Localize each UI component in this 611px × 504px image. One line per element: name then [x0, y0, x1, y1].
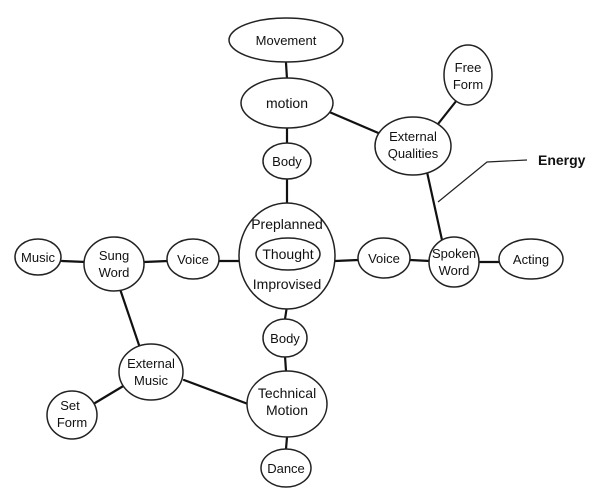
node-spoken-word-line1: Spoken: [432, 246, 476, 261]
edges: [60, 61, 501, 451]
edge-technical-motion-dance: [284, 435, 289, 451]
node-spoken-word: Spoken Word: [428, 236, 480, 288]
node-set-form: Set Form: [46, 390, 98, 440]
node-acting: Acting: [498, 238, 564, 280]
node-sung-word: Sung Word: [83, 236, 145, 292]
node-central-thinking: Preplanned Thought Improvised: [238, 202, 336, 310]
node-preplanned-label: Preplanned: [251, 216, 323, 232]
node-voice-right: Voice: [357, 237, 411, 279]
edge-body-bottom-technical-motion: [283, 354, 288, 373]
node-voice-right-label: Voice: [368, 251, 400, 266]
node-body-top-label: Body: [272, 154, 302, 169]
edge-sung-word-voice-left: [142, 259, 170, 264]
node-external-music-line2: Music: [134, 373, 168, 388]
node-spoken-word-line2: Word: [439, 263, 470, 278]
node-movement-label: Movement: [256, 33, 317, 48]
node-set-form-line2: Form: [57, 415, 87, 430]
node-thought-label: Thought: [262, 246, 313, 262]
node-free-form-line1: Free: [455, 60, 482, 75]
node-motion: motion: [240, 77, 334, 129]
node-external-qualities-line2: Qualities: [388, 146, 439, 161]
node-music: Music: [14, 238, 62, 276]
node-dance-label: Dance: [267, 461, 305, 476]
node-voice-left: Voice: [166, 238, 220, 280]
energy-label: Energy: [538, 152, 586, 168]
edge-external-qualities-spoken-word: [425, 170, 444, 242]
edge-external-music-technical-motion: [182, 378, 250, 406]
energy-pointer: [437, 159, 528, 203]
node-body-top: Body: [262, 142, 312, 180]
node-set-form-line1: Set: [60, 398, 80, 413]
node-improvised-label: Improvised: [253, 276, 321, 292]
node-body-bottom-label: Body: [270, 331, 300, 346]
edge-center-voice-right: [333, 258, 360, 263]
node-external-qualities-line1: External: [389, 129, 437, 144]
edge-free-form-external-qualities: [436, 98, 459, 126]
node-dance: Dance: [260, 448, 312, 488]
node-external-music-line1: External: [127, 356, 175, 371]
node-acting-label: Acting: [513, 252, 549, 267]
node-technical-motion-line2: Motion: [266, 402, 308, 418]
node-free-form: Free Form: [443, 44, 493, 106]
node-sung-word-line1: Sung: [99, 248, 129, 263]
node-movement: Movement: [228, 17, 344, 63]
node-thought: Thought: [255, 237, 321, 271]
edge-movement-motion: [284, 61, 289, 81]
node-motion-label: motion: [266, 95, 308, 111]
node-voice-left-label: Voice: [177, 252, 209, 267]
edge-motion-external-qualities: [325, 109, 385, 137]
node-music-label: Music: [21, 250, 55, 265]
edge-voice-right-spoken-word: [408, 258, 432, 263]
node-sung-word-line2: Word: [99, 265, 130, 280]
node-technical-motion: Technical Motion: [246, 370, 328, 438]
edge-sung-word-external-music: [118, 287, 141, 347]
node-external-qualities: External Qualities: [374, 116, 452, 176]
node-free-form-line2: Form: [453, 77, 483, 92]
node-body-bottom: Body: [262, 318, 308, 358]
edge-external-music-set-form: [93, 383, 127, 405]
energy-annotation: Energy: [437, 152, 586, 203]
nodes: Movement motion Free Form External Quali…: [14, 17, 564, 488]
edge-music-sung-word: [60, 259, 88, 264]
node-external-music: External Music: [118, 343, 184, 401]
node-technical-motion-line1: Technical: [258, 385, 316, 401]
